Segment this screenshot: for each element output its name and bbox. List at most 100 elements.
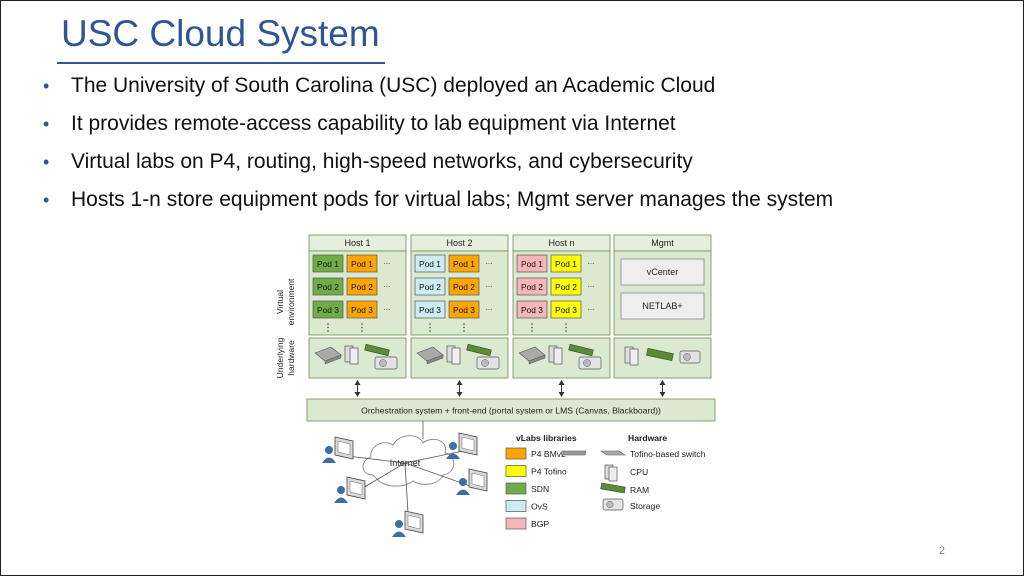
more-dot <box>531 323 533 325</box>
more-dot <box>565 323 567 325</box>
pod-box <box>414 277 446 296</box>
switch-icon <box>416 346 444 365</box>
diagram-canvas: Virtual environment Underlying hardware … <box>275 234 716 537</box>
hardware-legend: Hardware Tofino-based switch CPU RAM <box>560 433 706 511</box>
bullet-item: •The University of South Carolina (USC) … <box>43 71 833 109</box>
more-dot <box>565 326 567 329</box>
row-label-virtual-line2: environment <box>286 278 296 325</box>
pod-label: Pod 2 <box>521 282 543 292</box>
legend-label: SDN <box>531 484 549 494</box>
ellipsis-label: ... <box>384 303 391 312</box>
row-label-hardware: Underlying hardware <box>275 337 296 378</box>
bullet-text: Hosts 1-n store equipment pods for virtu… <box>71 188 834 211</box>
ellipsis-label: ... <box>486 303 493 312</box>
pod-label: Pod 1 <box>317 259 339 269</box>
pod-box <box>346 300 378 319</box>
architecture-diagram: Virtual environment Underlying hardware … <box>273 229 731 549</box>
user-computer-icon <box>456 468 488 495</box>
pod-box <box>346 277 378 296</box>
double-arrow-icon <box>354 380 361 397</box>
ram-icon <box>646 348 674 361</box>
storage-icon <box>679 350 701 364</box>
pod-box <box>414 300 446 319</box>
pod-label: Pod 1 <box>419 259 441 269</box>
ellipsis-label: ... <box>588 257 595 266</box>
netlab-label: NETLAB+ <box>642 301 682 311</box>
bullet-item: •Virtual labs on P4, routing, high-speed… <box>43 147 833 185</box>
mgmt-column: Mgmt vCenter NETLAB+ <box>613 234 712 379</box>
slide-title: USC Cloud System <box>61 13 380 54</box>
more-dot <box>531 326 533 329</box>
pod-box <box>346 254 378 273</box>
storage-icon <box>476 356 500 370</box>
ellipsis-label: ... <box>384 257 391 266</box>
legend-swatch <box>505 482 527 495</box>
row-label-hardware-line1: Underlying <box>275 337 285 378</box>
pod-box <box>550 300 582 319</box>
row-label-virtual-line1: Virtual <box>275 290 285 314</box>
more-dot <box>327 326 329 329</box>
row-label-hardware-line2: hardware <box>286 340 296 376</box>
ram-icon <box>466 343 492 357</box>
more-dot <box>463 330 465 332</box>
row-label-virtual: Virtual environment <box>275 278 296 325</box>
hardware-legend-ram-label: RAM <box>630 485 649 495</box>
pod-box <box>312 254 344 273</box>
pod-label: Pod 3 <box>419 305 441 315</box>
users-layer <box>322 432 488 537</box>
more-dot <box>429 330 431 332</box>
storage-icon <box>374 356 398 370</box>
legend-label: P4 BMv2 <box>531 449 566 459</box>
pod-label: Pod 3 <box>453 305 475 315</box>
host-title: Host 1 <box>344 238 370 248</box>
double-arrow-icon <box>558 380 565 397</box>
pod-box <box>516 277 548 296</box>
arrows-layer <box>354 380 666 397</box>
pod-label: Pod 2 <box>453 282 475 292</box>
internet-cloud: Internet <box>362 435 455 487</box>
cpu-icon <box>624 346 639 366</box>
bullet-text: It provides remote-access capability to … <box>71 112 676 135</box>
legend-label: P4 Tofino <box>531 467 567 477</box>
pod-label: Pod 3 <box>351 305 373 315</box>
switch-icon <box>518 346 546 365</box>
pod-box <box>516 300 548 319</box>
storage-icon <box>578 356 602 370</box>
user-computer-icon <box>334 476 366 503</box>
user-computer-icon <box>392 510 424 537</box>
pod-box <box>448 300 480 319</box>
more-dot <box>429 326 431 329</box>
more-dot <box>361 326 363 329</box>
pod-label: Pod 2 <box>555 282 577 292</box>
host-title: Host 2 <box>446 238 472 248</box>
connection-line <box>404 450 464 464</box>
more-dot <box>361 330 363 332</box>
pod-box <box>448 254 480 273</box>
bullet-text: Virtual labs on P4, routing, high-speed … <box>71 150 693 173</box>
more-dot <box>327 323 329 325</box>
switch-icon <box>314 346 342 365</box>
bullet-list: •The University of South Carolina (USC) … <box>43 71 833 223</box>
bullet-icon: • <box>43 190 50 210</box>
bullet-icon: • <box>43 114 50 134</box>
ellipsis-label: ... <box>588 280 595 289</box>
more-dot <box>463 326 465 329</box>
orchestration-bar <box>306 398 716 422</box>
vcenter-label: vCenter <box>647 267 679 277</box>
ellipsis-label: ... <box>588 303 595 312</box>
ellipsis-label: ... <box>486 257 493 266</box>
pod-box <box>414 254 446 273</box>
pod-label: Pod 2 <box>317 282 339 292</box>
pod-label: Pod 1 <box>521 259 543 269</box>
pod-box <box>550 254 582 273</box>
cpu-icon <box>344 345 359 365</box>
more-dot <box>429 323 431 325</box>
ram-icon <box>364 343 390 357</box>
ram-icon <box>600 482 626 494</box>
legend-label: BGP <box>531 519 549 529</box>
netlab-box <box>620 292 705 320</box>
more-dot <box>565 330 567 332</box>
